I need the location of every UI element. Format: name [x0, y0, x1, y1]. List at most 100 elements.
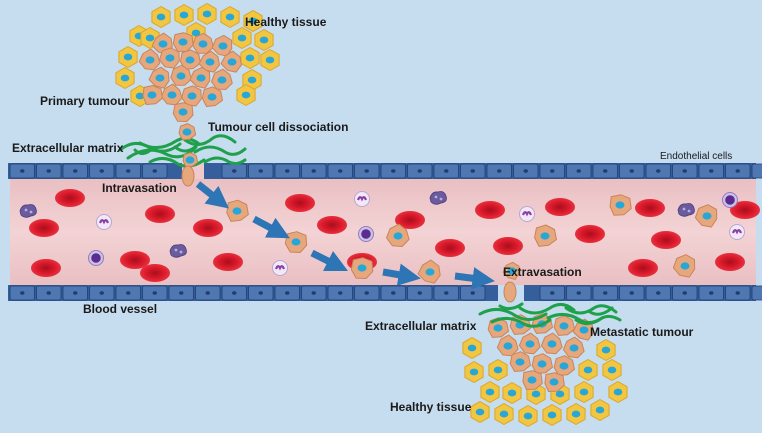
tumour-cell — [544, 372, 565, 392]
nucleus — [569, 344, 579, 352]
endothelial-nucleus — [470, 291, 475, 295]
nucleus — [232, 207, 242, 215]
red-blood-cell — [395, 211, 425, 229]
endothelial-cell — [36, 163, 62, 179]
healthy-cell — [574, 381, 594, 403]
endothelial-nucleus — [152, 169, 157, 173]
matrix-fiber — [518, 303, 576, 315]
matrix-fiber — [173, 145, 197, 153]
tumour-cell — [201, 86, 223, 107]
endothelial-cell — [672, 163, 698, 179]
tumour-cell — [138, 48, 161, 71]
matrix-fiber — [574, 314, 622, 325]
nucleus — [147, 91, 157, 99]
nucleus — [547, 411, 557, 419]
nucleus — [523, 412, 533, 420]
nucleus — [493, 366, 503, 374]
endothelial-cell — [89, 285, 115, 301]
label-healthy-tissue-bottom: Healthy tissue — [390, 400, 472, 414]
extracellular-matrix-bottom-fibers — [478, 302, 622, 328]
healthy-cell — [174, 4, 194, 26]
healthy-cell — [220, 6, 240, 28]
nucleus — [185, 56, 195, 64]
red-blood-cell — [635, 199, 665, 217]
nucleus — [291, 238, 301, 246]
nucleus — [393, 232, 403, 240]
white-blood-cell — [19, 204, 37, 218]
endothelial-cell — [751, 285, 762, 301]
red-blood-cell — [213, 253, 243, 271]
endothelial-cell — [407, 163, 433, 179]
nucleus — [527, 376, 537, 384]
endothelial-cell — [115, 285, 141, 301]
endothelial-cell — [592, 163, 618, 179]
red-blood-cell — [29, 219, 59, 237]
nucleus — [207, 93, 217, 101]
nucleus — [227, 58, 237, 66]
tumour-cell — [160, 83, 183, 106]
matrix-fiber — [138, 136, 200, 149]
migration-arrow — [454, 267, 495, 290]
endothelial-nucleus — [46, 169, 51, 173]
endothelial-cell — [698, 285, 724, 301]
endothelial-nucleus — [391, 291, 396, 295]
tumour-cell — [509, 351, 531, 372]
label-extracellular-matrix-top: Extracellular matrix — [12, 141, 124, 155]
tumour-cell-squeezing — [503, 281, 517, 303]
migration-arrow — [195, 181, 230, 209]
tumour-cell — [181, 85, 202, 107]
matrix-fiber — [183, 134, 237, 146]
endothelial-cell — [698, 163, 724, 179]
endothelial-nucleus — [126, 169, 131, 173]
nucleus — [135, 92, 145, 100]
tumour-cell — [518, 332, 541, 355]
endothelial-cell — [513, 163, 539, 179]
red-blood-cell — [628, 259, 658, 277]
endothelial-nucleus — [497, 169, 502, 173]
white-blood-cell — [429, 191, 447, 205]
endothelial-cell — [221, 285, 247, 301]
nucleus — [601, 346, 611, 354]
nucleus — [237, 34, 247, 42]
white-blood-cell — [354, 191, 370, 207]
endothelial-cell — [407, 285, 433, 301]
nucleus — [123, 53, 133, 61]
endothelial-nucleus — [73, 291, 78, 295]
healthy-cell — [151, 6, 171, 28]
endothelial-cell — [62, 163, 88, 179]
endothelial-cell — [433, 285, 459, 301]
endothelial-cell — [89, 163, 115, 179]
nucleus — [469, 368, 479, 376]
endothelial-cell — [9, 285, 35, 301]
endothelial-nucleus — [205, 291, 210, 295]
endothelial-cell — [645, 285, 671, 301]
white-blood-cell — [358, 226, 374, 242]
endothelial-cell — [592, 285, 618, 301]
tumour-cell — [142, 85, 163, 105]
nucleus — [702, 212, 712, 220]
matrix-fiber — [564, 304, 618, 315]
healthy-cell — [590, 399, 610, 421]
endothelial-cell — [301, 163, 327, 179]
nucleus — [583, 366, 593, 374]
endothelial-nucleus — [444, 169, 449, 173]
red-blood-cell — [55, 189, 85, 207]
endothelial-cell — [566, 163, 592, 179]
white-blood-cell-nucleus — [521, 211, 533, 217]
endothelial-cell — [168, 285, 194, 301]
healthy-cell — [602, 359, 622, 381]
white-blood-cell-nucleus — [725, 195, 735, 205]
endothelial-cell — [115, 163, 141, 179]
endothelial-cell — [274, 285, 300, 301]
nucleus — [259, 36, 269, 44]
endothelial-cell — [672, 285, 698, 301]
migration-arrows — [195, 181, 495, 290]
endothelial-nucleus — [470, 169, 475, 173]
tumour-cell-squeezing — [181, 165, 195, 187]
label-intravasation: Intravasation — [102, 181, 177, 195]
nucleus — [507, 267, 517, 275]
nucleus — [185, 156, 195, 164]
migration-arrow — [252, 215, 290, 239]
